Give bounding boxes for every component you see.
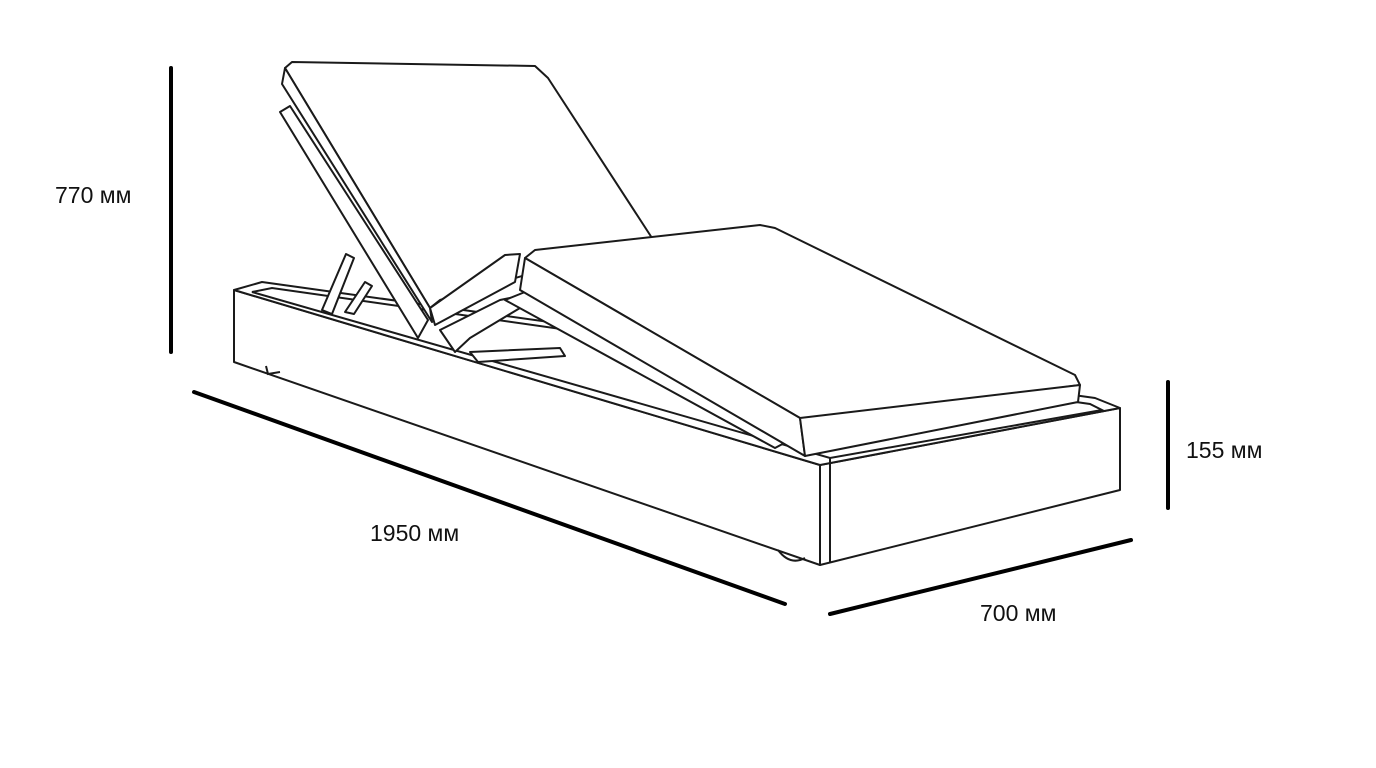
dimension-line-length — [192, 390, 787, 606]
seat-cushion — [519, 224, 1081, 457]
dimension-lines — [169, 66, 1170, 616]
dimension-line-width — [828, 538, 1133, 616]
label-width: 700 мм — [980, 600, 1057, 626]
label-height-total: 770 мм — [55, 182, 132, 208]
label-length: 1950 мм — [370, 520, 460, 546]
label-height-base: 155 мм — [1186, 437, 1263, 463]
